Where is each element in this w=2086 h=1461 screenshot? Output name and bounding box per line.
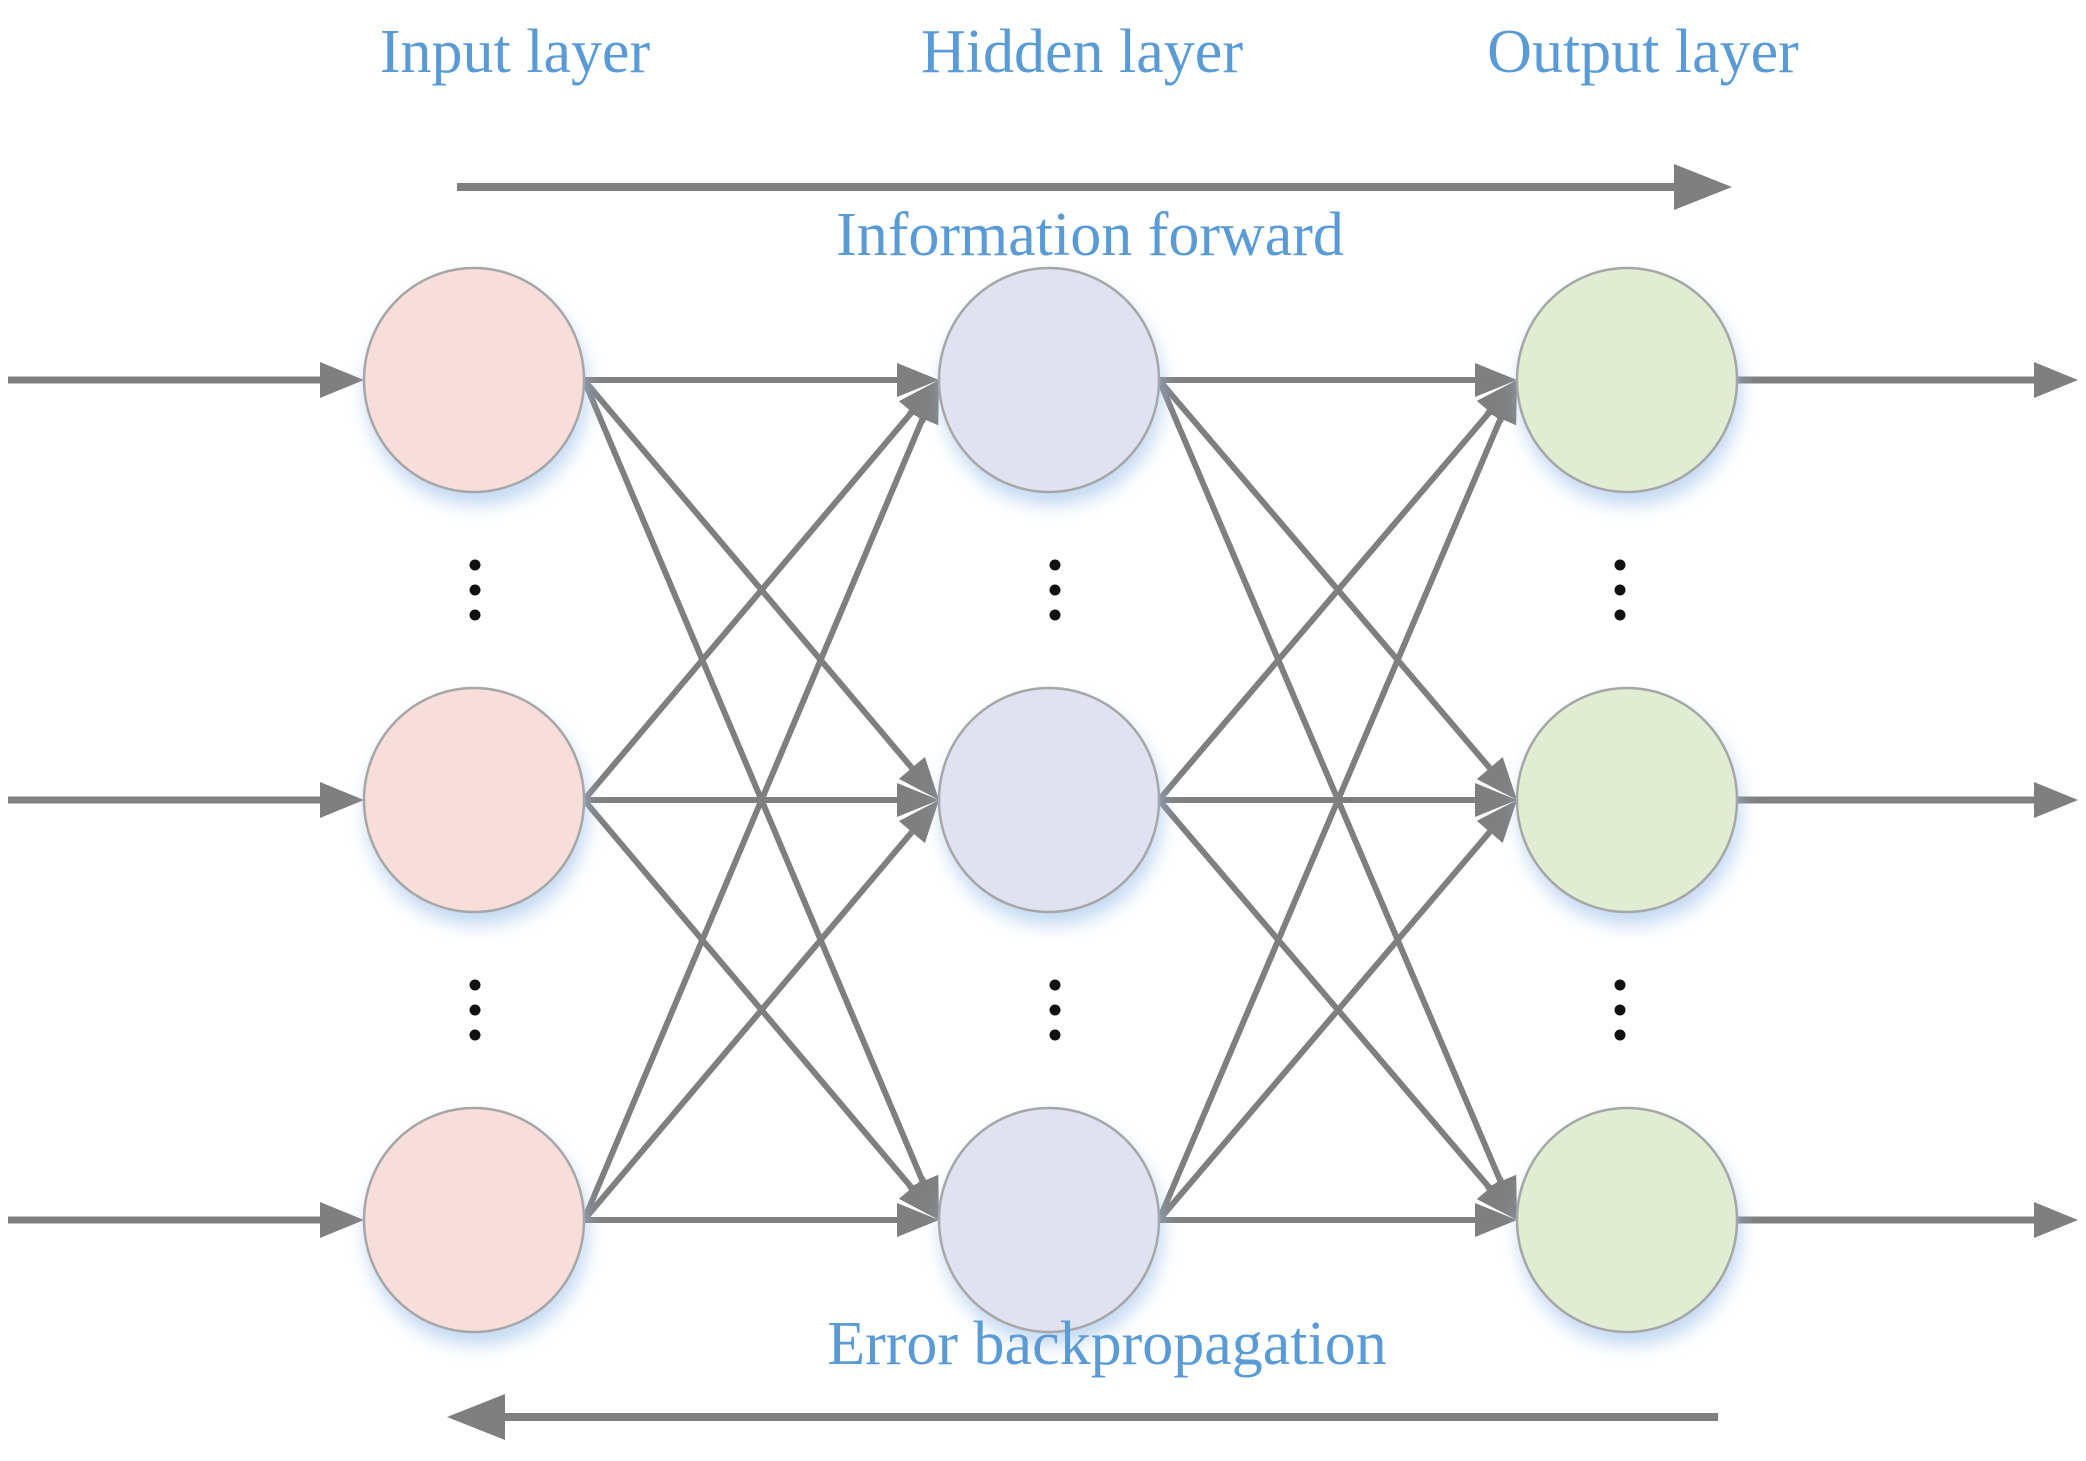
output-arrowhead [2034,362,2078,398]
output-arrowhead [2034,782,2078,818]
output-ellipsis-dot [1614,979,1626,991]
hidden-ellipsis-dot [1049,1004,1061,1016]
input-hidden-edge-arrowhead [897,1203,939,1237]
input-hidden-edge-arrowhead [897,363,939,397]
hidden-ellipsis-dot [1049,1029,1061,1041]
output-ellipsis-dot [1614,609,1626,621]
input-arrowhead [320,1202,364,1238]
hidden-output-edge-line [1156,417,1504,1222]
input-ellipsis-dot [469,1004,481,1016]
input-ellipsis-dot [469,559,481,571]
hidden-node [937,266,1161,494]
input-hidden-edge-line [581,798,915,1190]
input-hidden-edge-line [581,417,926,1222]
output-arrowhead [2034,1202,2078,1238]
input-hidden-edge-arrowhead [898,756,939,800]
hidden-ellipsis-dot [1049,559,1061,571]
input-hidden-edge-arrowhead [897,783,939,817]
hidden-output-edge-arrowhead [1475,363,1517,397]
output-layer-label: Output layer [1487,18,1799,86]
hidden-output-edge-arrowhead [1476,1177,1517,1220]
error-backpropagation-label: Error backpropagation [827,1310,1386,1378]
nodes-layer [362,266,1739,1334]
ellipsis-layer [469,559,1626,1041]
input-node [362,266,586,494]
hidden-output-edge-line [1156,378,1493,770]
input-hidden-edge-line [581,378,915,770]
input-ellipsis-dot [469,979,481,991]
hidden-node [937,686,1161,914]
output-ellipsis-dot [1614,1004,1626,1016]
hidden-ellipsis-dot [1049,584,1061,596]
hidden-output-edge-arrowhead [1476,757,1517,800]
input-arrowhead [320,782,364,818]
hidden-ellipsis-dot [1049,979,1061,991]
hidden-output-edge-line [1156,378,1504,1183]
hidden-node [937,1106,1161,1334]
input-node [362,686,586,914]
input-node [362,1106,586,1334]
hidden-output-edge-line [1156,830,1493,1222]
input-ellipsis-dot [469,609,481,621]
information-forward-arrowhead [1674,164,1732,210]
output-ellipsis-dot [1614,1029,1626,1041]
hidden-ellipsis-dot [1049,609,1061,621]
hidden-layer-label: Hidden layer [921,18,1243,86]
output-node [1515,266,1739,494]
output-ellipsis-dot [1614,584,1626,596]
edges-layer [8,164,2078,1440]
hidden-output-edge-arrowhead [1476,800,1517,843]
input-hidden-edge-line [581,410,915,802]
input-hidden-edge-arrowhead [898,800,939,844]
hidden-output-edge-arrowhead [1475,1203,1517,1237]
input-hidden-edge-line [581,378,926,1183]
input-arrowhead [320,362,364,398]
output-ellipsis-dot [1614,559,1626,571]
input-layer-label: Input layer [380,18,651,86]
error-backpropagation-arrowhead [447,1394,505,1440]
input-hidden-edge-arrowhead [898,1176,939,1220]
hidden-output-edge-arrowhead [1475,783,1517,817]
hidden-output-edge-arrowhead [1484,380,1517,426]
input-hidden-edge-line [581,830,915,1222]
output-node [1515,1106,1739,1334]
input-hidden-edge-arrowhead [907,380,939,426]
hidden-output-edge-line [1156,410,1493,802]
information-forward-label: Information forward [836,201,1344,269]
output-node [1515,686,1739,914]
hidden-output-edge-line [1156,798,1493,1190]
input-ellipsis-dot [469,584,481,596]
input-ellipsis-dot [469,1029,481,1041]
